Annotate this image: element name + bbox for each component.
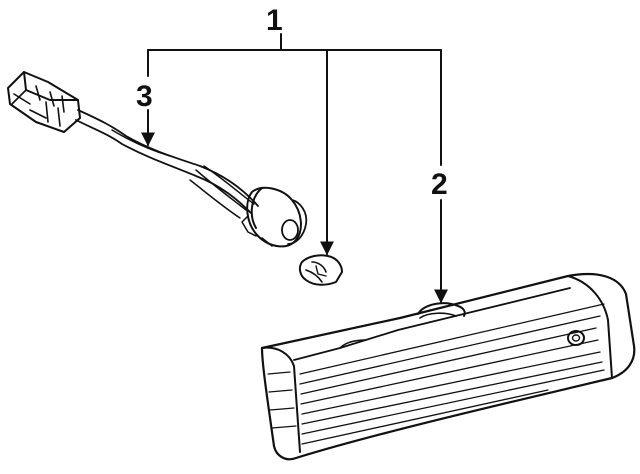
bulb-socket	[241, 186, 308, 248]
wiring-harness	[7, 71, 308, 248]
callout-3-label: 3	[136, 80, 153, 113]
lens-ribs	[267, 303, 605, 445]
leader-lines	[141, 33, 448, 304]
callout-1-label: 1	[266, 4, 283, 37]
bulb	[298, 254, 343, 286]
mounting-hole	[567, 330, 585, 346]
callout-2-label: 2	[431, 168, 448, 201]
lamp-lens-housing	[260, 272, 636, 461]
harness-connector	[7, 71, 81, 133]
